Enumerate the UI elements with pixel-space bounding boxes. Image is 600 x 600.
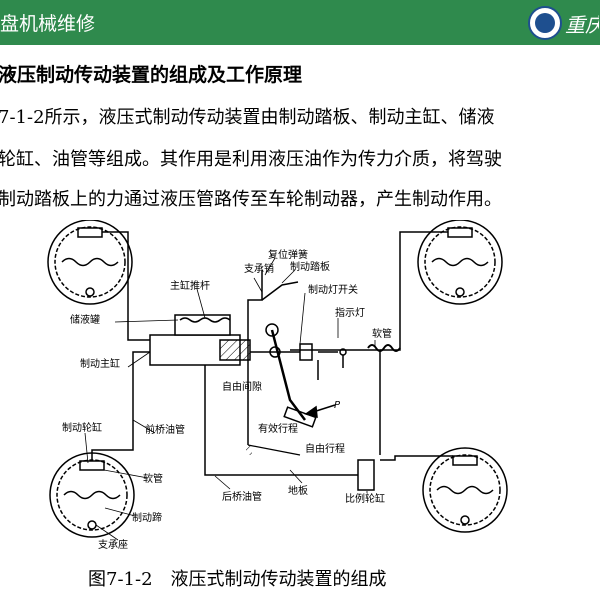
figure-caption: 图7-1-2 液压式制动传动装置的组成 bbox=[88, 569, 387, 590]
floor bbox=[246, 444, 301, 456]
label-rear-pipe: 后桥油管 bbox=[222, 490, 262, 503]
section-title: 液压制动传动装置的组成及工作原理 bbox=[0, 64, 303, 86]
university-seal-icon bbox=[528, 6, 562, 40]
pedal-assembly bbox=[247, 270, 347, 445]
wheel-brake-rear-left bbox=[49, 452, 135, 538]
wheel-brake-front-left bbox=[47, 220, 133, 305]
label-indicator-light: 指示灯 bbox=[335, 306, 365, 319]
header-bar: 盘机械维修 重庆 bbox=[0, 0, 600, 45]
label-reset-spring: 复位弹簧 bbox=[268, 248, 308, 261]
label-proportion-cylinder: 比例轮缸 bbox=[345, 492, 385, 505]
label-effective-travel: 有效行程 bbox=[258, 422, 298, 435]
label-free-gap: 自由间隙 bbox=[222, 380, 262, 393]
label-wheel-cylinder: 制动轮缸 bbox=[62, 421, 102, 434]
label-brake-pedal: 制动踏板 bbox=[290, 260, 330, 273]
label-floor: 地板 bbox=[288, 484, 308, 497]
logo-text: 重庆 bbox=[565, 12, 599, 37]
label-front-pipe: 前桥油管 bbox=[145, 423, 185, 436]
label-brake-shoe: 制动蹄 bbox=[132, 511, 162, 524]
brake-system-diagram: 复位弹簧 支承销 制动踏板 主缸推杆 制动灯开关 指示灯 储液罐 制动主缸 软管… bbox=[47, 220, 508, 551]
master-cylinder bbox=[149, 314, 251, 366]
label-brake-light-switch: 制动灯开关 bbox=[308, 283, 358, 296]
header-title: 盘机械维修 bbox=[0, 13, 96, 35]
label-free-travel: 自由行程 bbox=[305, 442, 345, 455]
label-hose-left: 软管 bbox=[143, 472, 163, 485]
label-support-seat: 支承座 bbox=[98, 538, 128, 551]
wheel-brake-front-right bbox=[417, 220, 503, 305]
force-arrow bbox=[304, 404, 336, 419]
label-master-cylinder: 制动主缸 bbox=[80, 357, 120, 370]
label-force-p: P bbox=[334, 400, 341, 411]
brake-lines bbox=[91, 231, 453, 476]
wheel-brake-rear-right bbox=[422, 447, 508, 533]
paragraph-line-2: 轮缸、油管等组成。其作用是利用液压油作为传力介质，将驾驶 bbox=[0, 149, 502, 170]
label-master-push-rod: 主缸推杆 bbox=[170, 279, 210, 292]
proportion-cylinder bbox=[357, 459, 375, 491]
university-logo: 重庆 bbox=[528, 3, 600, 43]
paragraph-line-3: 制动踏板上的力通过液压管路传至车轮制动器，产生制动作用。 bbox=[0, 189, 502, 210]
label-reservoir: 储液罐 bbox=[70, 313, 100, 326]
paragraph-line-1: 7-1-2所示，液压式制动传动装置由制动踏板、制动主缸、储液 bbox=[0, 107, 495, 128]
label-hose-right: 软管 bbox=[372, 327, 392, 340]
label-support-pin: 支承销 bbox=[244, 262, 274, 275]
